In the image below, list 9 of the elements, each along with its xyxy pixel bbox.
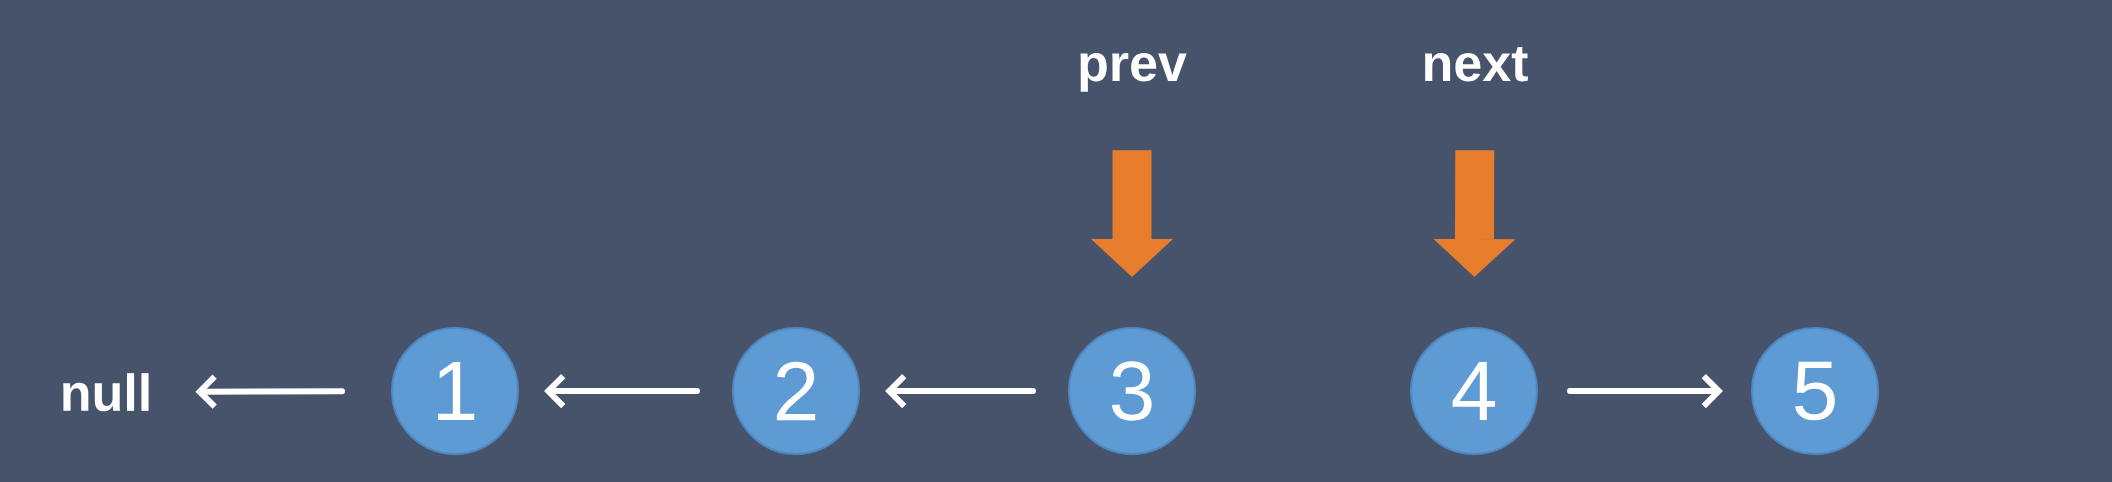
variable-label: next [1425,47,1528,82]
arrow [885,373,1036,409]
arrow [1567,373,1724,409]
pointer-arrow [1433,150,1516,277]
variable-label: prev [1080,52,1187,92]
pointer-arrow [1091,150,1173,277]
arrow [544,373,700,409]
null-label: null [63,373,149,412]
arrow [195,374,345,409]
